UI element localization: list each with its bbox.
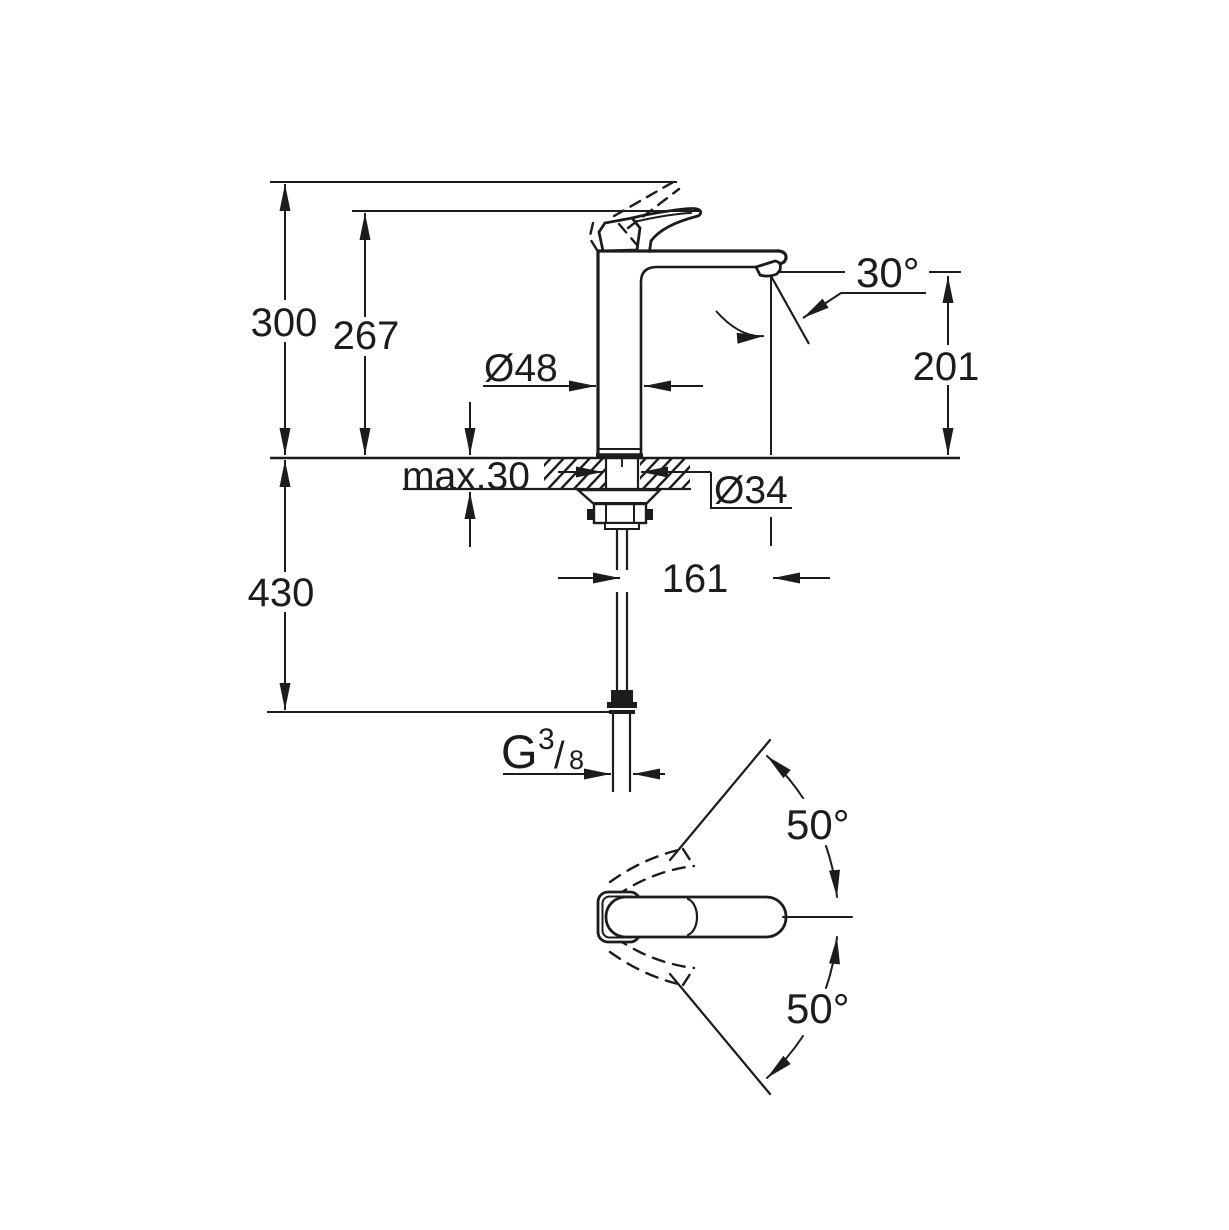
spout-outlet	[754, 259, 782, 278]
overall-height-label: 300	[251, 301, 318, 345]
spout-reach-label: 161	[662, 557, 729, 601]
outlet-angle-leader	[802, 292, 926, 319]
mounting-washer	[574, 488, 663, 506]
water-stream-line	[770, 275, 810, 345]
swing-arcs	[766, 755, 840, 1079]
mounting-nut-facets	[605, 504, 635, 523]
pipe-connector	[607, 690, 637, 714]
spout-inner-contour	[639, 265, 757, 457]
handle-rotated-dashed-lower	[608, 936, 696, 987]
swing-angle-lower-label: 50°	[786, 985, 850, 1032]
stream-rotation-arc	[715, 310, 765, 344]
deck-thickness-label: max.30	[402, 455, 530, 498]
pipe-upper-segment	[615, 529, 629, 570]
lever-knob	[597, 216, 642, 253]
outlet-angle-label: 30°	[856, 249, 920, 296]
hole-diameter-leader	[710, 472, 792, 509]
swing-line-lower	[668, 972, 772, 1096]
nut-lower-cap	[604, 522, 640, 530]
nut-clip-left	[587, 509, 594, 520]
lever-height-label: 267	[333, 314, 400, 358]
thread-size-label: G 3 / 8	[501, 723, 584, 778]
below-deck-depth-label: 430	[248, 571, 315, 615]
thread-denominator: 8	[569, 745, 584, 775]
handle-grip-divider	[686, 897, 699, 937]
handle-top-view	[596, 738, 853, 1096]
swing-line-upper	[668, 738, 772, 862]
faucet-side-view	[588, 179, 788, 459]
deck-and-mounting	[270, 456, 960, 530]
pipe-middle-segment	[615, 592, 629, 690]
outlet-height-label: 201	[913, 345, 980, 389]
thread-prefix: G	[501, 725, 538, 778]
deck-hatching-right	[640, 459, 690, 489]
handle-rotated-dashed-upper	[608, 847, 696, 898]
nut-clip-right	[646, 509, 653, 520]
thread-fraction-slash: /	[554, 735, 565, 777]
deck-hatching-left	[544, 459, 605, 489]
dimension-labels: 300 267 430 Ø48 max.30 Ø34 161 201 30° 5…	[248, 249, 980, 1032]
base-diameter-label: Ø48	[484, 347, 558, 390]
thread-numerator: 3	[538, 723, 555, 756]
pipe-lower-segment	[611, 714, 632, 792]
dimension-lines	[267, 181, 961, 780]
supply-pipe	[607, 529, 637, 792]
hole-diameter-label: Ø34	[714, 469, 788, 512]
body-top-edge	[596, 249, 788, 267]
mounting-nut	[592, 502, 648, 525]
swing-angle-upper-label: 50°	[786, 801, 850, 848]
lever-blade-inner	[635, 212, 692, 223]
